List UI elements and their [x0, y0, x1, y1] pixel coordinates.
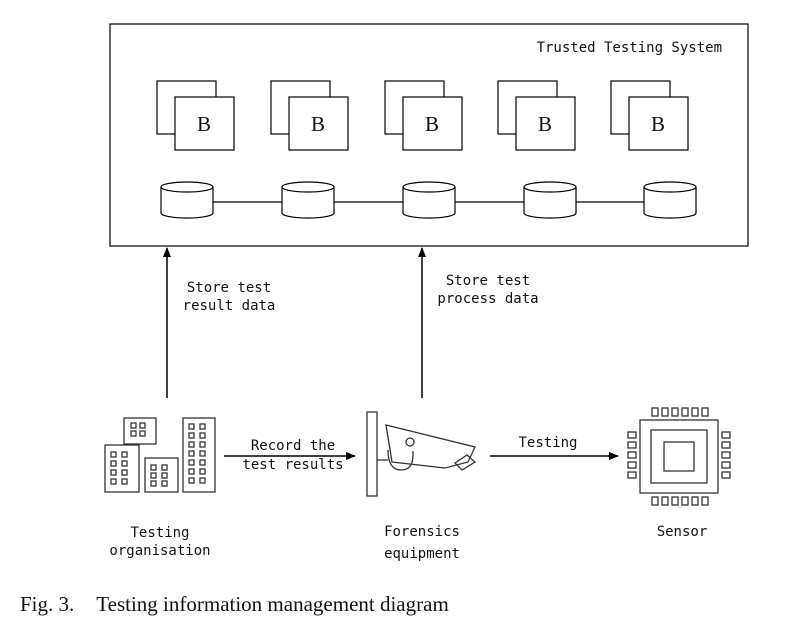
- block-node: B: [384, 80, 463, 151]
- sensor-label: Sensor: [657, 524, 708, 540]
- testing-label: Testing: [518, 435, 577, 451]
- chip-icon: [627, 407, 731, 506]
- block-node: B: [497, 80, 576, 151]
- buildings-icon: [104, 417, 216, 493]
- database-icon: [523, 181, 577, 219]
- block-node: B: [156, 80, 235, 151]
- block-label: B: [538, 112, 552, 136]
- database-icon: [643, 181, 697, 219]
- figure-caption-text: Testing information management diagram: [96, 592, 449, 616]
- record-label-line1: Record the: [251, 438, 335, 454]
- block-node: B: [270, 80, 349, 151]
- store-result-label-line1: Store test: [187, 280, 271, 296]
- record-label-line2: test results: [242, 457, 343, 473]
- block-label: B: [425, 112, 439, 136]
- store-process-label-line2: process data: [437, 291, 538, 307]
- surveillance-camera-icon: [366, 411, 477, 497]
- organisation-label-line2: organisation: [109, 543, 210, 559]
- database-icon: [281, 181, 335, 219]
- block-label: B: [197, 112, 211, 136]
- block-node: B: [610, 80, 689, 151]
- block-label: B: [651, 112, 665, 136]
- store-result-label-line2: result data: [183, 298, 276, 314]
- forensics-label-line1: Forensics: [384, 524, 460, 540]
- figure-number: Fig. 3.: [20, 592, 75, 616]
- store-process-label-line1: Store test: [446, 273, 530, 289]
- block-label: B: [311, 112, 325, 136]
- database-icon: [160, 181, 214, 219]
- database-icon: [402, 181, 456, 219]
- organisation-label-line1: Testing: [130, 525, 189, 541]
- figure-caption: Fig. 3. Testing information management di…: [20, 592, 449, 617]
- system-title: Trusted Testing System: [537, 40, 722, 56]
- ledger-nodes: [160, 181, 697, 219]
- trusted-testing-system-box: [109, 23, 749, 247]
- forensics-label-line2: equipment: [384, 546, 460, 562]
